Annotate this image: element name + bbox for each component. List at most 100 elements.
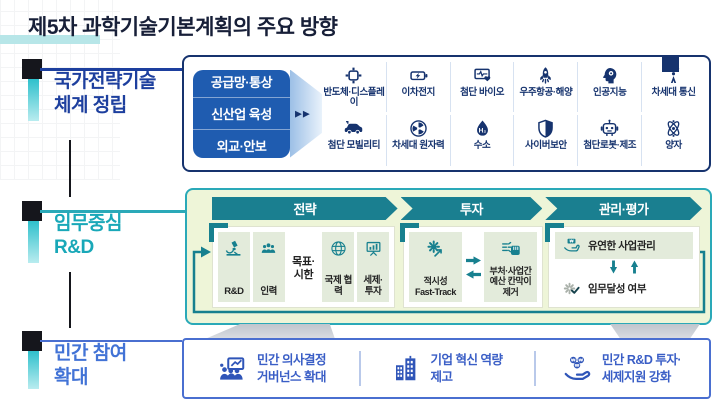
tech-item-label: 첨단로봇·제조: [583, 140, 637, 151]
banner-investment-label: 투자: [460, 202, 483, 217]
section1-connector-line: [40, 68, 182, 71]
tech-item-label: 차세대 원자력: [392, 140, 445, 151]
tech-item: 첨단 바이오: [449, 61, 514, 112]
section3-connector-line: [40, 340, 182, 342]
stage-banners: 전략 투자 관리·평가: [212, 197, 702, 220]
chip-icon: [343, 65, 364, 86]
tech-item-label: 차세대 통신: [651, 86, 696, 98]
connector-trapezoid-left: [205, 324, 335, 339]
ai-icon: [599, 65, 620, 86]
tech-item-label: 사이버보안: [525, 140, 567, 151]
budget-icon: [500, 238, 522, 260]
strategy-tile-label: 목표·시한: [292, 255, 315, 281]
tech-item: 차세대 원자력: [385, 115, 450, 166]
tech-item-label: 첨단 바이오: [460, 86, 505, 98]
banner-investment: 투자: [401, 197, 543, 220]
pillar-item: 공급망·통상: [210, 75, 273, 90]
microscope-icon: [224, 239, 243, 258]
chart-icon: [364, 239, 383, 258]
banner-strategy-label: 전략: [293, 202, 317, 217]
banner-management: 관리·평가: [545, 197, 702, 220]
mission-rnd-box: 전략 투자 관리·평가 R&D 인력 목표·시한 국제 협력 세제· 투자 적시…: [185, 188, 712, 325]
section3-teal-bar: [28, 351, 39, 389]
car-icon: [343, 118, 364, 139]
section3-square-bullet: [22, 331, 42, 351]
arrow-right-icon: [466, 256, 481, 265]
fast-track-icon: [425, 238, 447, 260]
strategy-panel: R&D 인력 목표·시한 국제 협력 세제· 투자: [209, 223, 395, 308]
tech-item: 사이버보안: [513, 115, 577, 166]
robot-icon: [599, 118, 620, 139]
section1-teal-bar: [28, 79, 39, 121]
management-row-label: 유연한 사업관리: [588, 239, 656, 252]
tech-item: 이차전지: [385, 61, 450, 112]
strategy-tile-label: R&D: [224, 286, 244, 298]
management-row: 유연한 사업관리: [555, 232, 693, 259]
connector-trapezoid-right: [610, 324, 700, 339]
section2-label: 임무중심 R&D: [54, 212, 122, 261]
check-icon: [562, 279, 581, 298]
background-circuit-pattern: [0, 0, 120, 180]
tech-item: 첨단로봇·제조: [577, 115, 641, 166]
section2-connector-line: [40, 210, 185, 213]
governance-icon: [217, 354, 247, 384]
section2-label-line1: 임무중심: [54, 213, 122, 234]
strategy-tile-label: 인력: [260, 286, 278, 298]
battery-icon: [408, 65, 429, 86]
strategy-tile: 인력: [252, 232, 285, 302]
shield-icon: [535, 118, 556, 139]
section1-square-bullet: [22, 59, 42, 79]
hydrogen-icon: [472, 118, 493, 139]
exchange-arrows: [465, 232, 481, 302]
section1-label-line1: 국가전략기술: [54, 71, 156, 92]
tech-item: 인공지능: [577, 61, 641, 112]
tech-grid: 반도체·디스플레이 이차전지 첨단 바이오 우주항공·해양 인공지능 차세대 통…: [322, 61, 705, 166]
bio-icon: [472, 65, 493, 86]
tech-item-label: 양자: [665, 140, 682, 151]
bottom-item: 민간 R&D 투자·세제지원 강화: [534, 340, 709, 397]
strategy-tile: 국제 협력: [322, 232, 355, 302]
rocket-icon: [535, 65, 556, 86]
management-row: 임무달성 여부: [555, 276, 693, 303]
tech-item: 반도체·디스플레이: [322, 62, 386, 113]
rail-connector-1: [69, 140, 71, 197]
tech-item-label: 반도체·디스플레이: [323, 86, 385, 109]
tech-item-label: 인공지능: [593, 86, 627, 98]
strategy-tile-highlight: 목표·시한: [287, 232, 320, 302]
arrow-up-icon: [631, 261, 639, 274]
tech-item-label: 첨단 모빌리티: [327, 140, 381, 151]
tech-item-label: 우주항공·해양: [519, 86, 573, 98]
arrow-left-icon: [466, 270, 481, 279]
double-chevron-icon: ▶▶: [295, 108, 311, 118]
investment-icon: [562, 354, 592, 384]
company-icon: [391, 354, 421, 384]
turbine-icon: [408, 118, 429, 139]
flexible-icon: [562, 236, 581, 255]
strategy-tile-label: 세제· 투자: [363, 275, 383, 298]
tech-item: 첨단 모빌리티: [322, 115, 386, 166]
tech-item-label: 수소: [473, 140, 491, 151]
tech-item: 우주항공·해양: [513, 61, 577, 112]
section2-label-line2: R&D: [54, 237, 94, 259]
banner-management-label: 관리·평가: [598, 202, 649, 217]
section2-teal-bar: [28, 221, 39, 263]
pillar-item: 외교·안보: [193, 129, 290, 161]
arrow-down-icon: [610, 261, 618, 274]
globe-icon: [329, 239, 348, 258]
management-row-label: 임무달성 여부: [588, 283, 647, 296]
section1-label-line2: 체계 정립: [54, 95, 127, 117]
tech-item: 양자: [641, 115, 705, 166]
title-underline-accent: [0, 35, 100, 44]
pillar-item: 신산업 육성: [193, 97, 290, 129]
